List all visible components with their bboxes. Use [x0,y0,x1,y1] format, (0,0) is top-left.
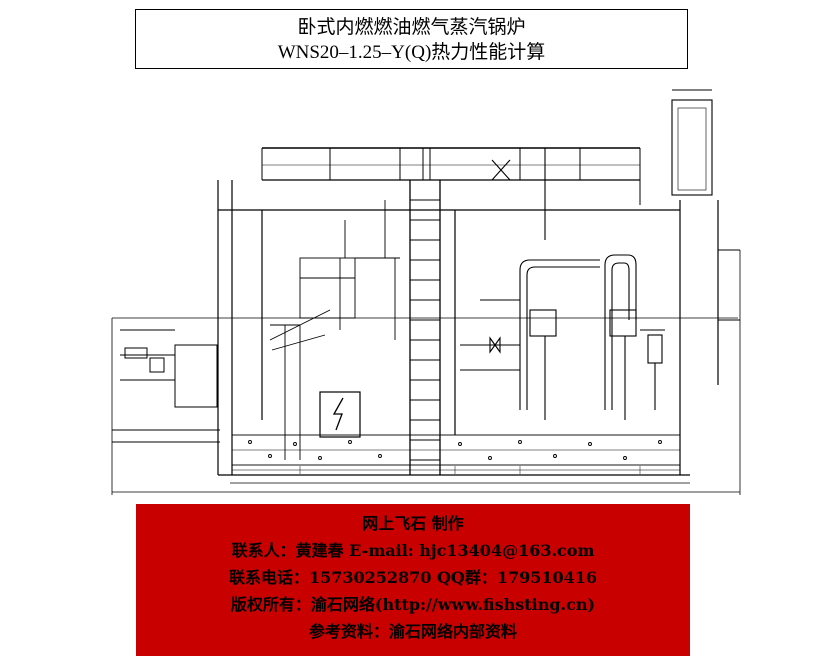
credits-copyright: 版权所有：渝石网络(http://www.fishsting.cn) [230,595,596,614]
credits-reference: 参考资料：渝石网络内部资料 [308,622,517,641]
main-frame [217,180,719,476]
boiler-elevation-drawing [111,89,741,495]
title-line-1: 卧式内燃燃油燃气蒸汽锅炉 [297,16,526,38]
left-platform [112,329,220,443]
title-box: 卧式内燃燃油燃气蒸汽锅炉 WNS20–1.25–Y(Q)热力性能计算 [135,9,688,69]
title-line-2: WNS20–1.25–Y(Q)热力性能计算 [277,42,546,63]
credits-contact: 联系人：黄建春 E-mail: hjc13404@163.com [231,541,595,560]
dimension-lines [232,466,680,474]
credits-panel: 网上飞石 制作 联系人：黄建春 E-mail: hjc13404@163.com… [136,504,690,656]
left-equipment [269,200,400,460]
right-piping [460,148,665,420]
dimension-frame [111,250,741,495]
credits-author: 网上飞石 制作 [362,514,464,533]
chimney-duct [671,89,740,321]
foundation [231,434,681,466]
credits-phone: 联系电话：15730252870 QQ群：179510416 [228,568,598,587]
top-railing [261,147,641,205]
electric-cabinet [319,391,361,438]
ladder [409,148,441,475]
